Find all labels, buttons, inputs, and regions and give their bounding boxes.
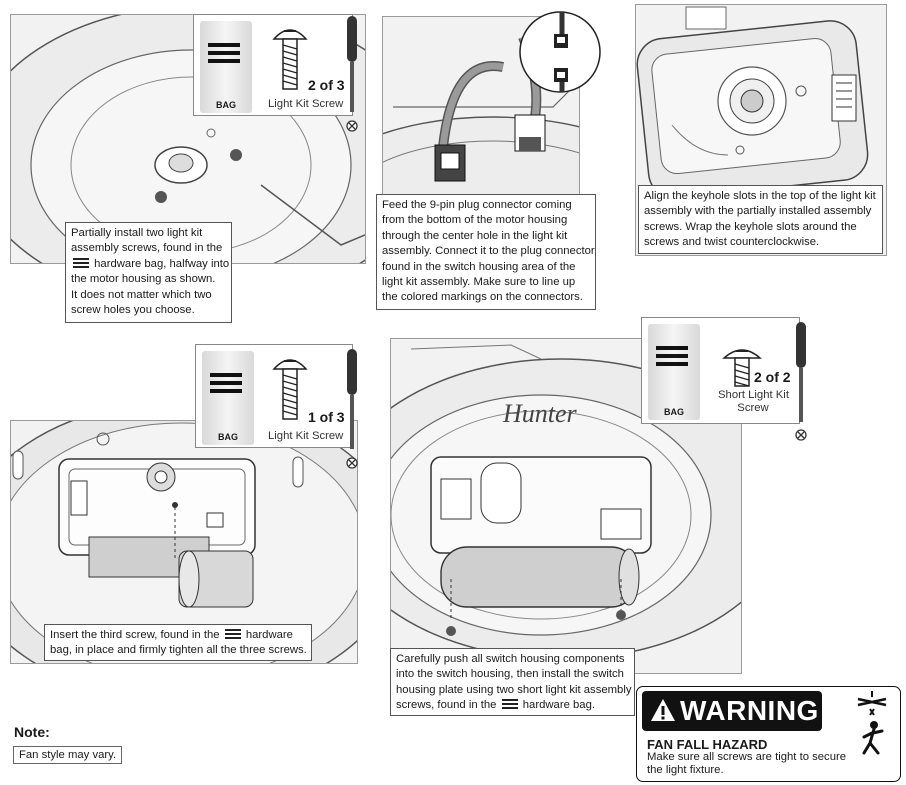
warning-header: WARNING — [642, 691, 822, 731]
hardware-bag-icon: BAG — [202, 351, 254, 445]
hardware-bars-icon — [208, 43, 240, 63]
screw-count: 1 of 3 — [308, 409, 345, 425]
screw-name: Light Kit Screw — [268, 98, 344, 110]
caption-line: screws. Wrap the keyhole slots around th… — [644, 220, 857, 233]
caption-line: bag, in place and firmly tighten all the… — [50, 644, 307, 657]
caption-line: into the switch housing, then install th… — [396, 668, 624, 681]
screw-name: Light Kit Screw — [268, 430, 344, 442]
caption-line: screws and twist counterclockwise. — [644, 236, 820, 249]
step1-hardware-card: BAG 2 of 3 Light Kit Screw — [193, 14, 353, 116]
caption-line: through the center hole in the light kit — [382, 229, 568, 242]
connector-detail-icon — [519, 11, 601, 93]
caption-line: screws, found in the hardware bag. — [396, 699, 595, 712]
step4-caption: Insert the third screw, found in the har… — [44, 624, 312, 661]
short-screw-icon — [722, 349, 762, 387]
note-title: Note: — [14, 724, 50, 740]
switch-housing-plate-drawing — [391, 344, 741, 660]
note-text: Fan style may vary. — [13, 746, 123, 764]
caption-line: screw holes you choose. — [71, 304, 195, 317]
caption-line: housing plate using two short light kit … — [396, 683, 632, 696]
step1-caption: Partially install two light kit assembly… — [65, 222, 232, 323]
step3-caption: Align the keyhole slots in the top of th… — [638, 185, 883, 254]
screw-icon — [272, 29, 308, 90]
caption-line: found in the switch housing area of the — [382, 260, 576, 273]
hardware-bag-icon: BAG — [200, 21, 252, 113]
caption-line: hardware bag, halfway into — [71, 257, 229, 272]
step5-caption: Carefully push all switch housing compon… — [390, 648, 635, 716]
screw-count: 2 of 3 — [308, 77, 345, 93]
warning-box: WARNING FAN FALL HAZARD Make sure all sc… — [636, 686, 901, 782]
switch-housing-drawing — [11, 421, 357, 663]
bag-label: BAG — [216, 100, 236, 110]
step5-illustration: Hunter — [390, 338, 742, 674]
screwdriver-icon — [346, 349, 358, 469]
caption-line: Partially install two light kit — [71, 227, 203, 239]
bag-label: BAG — [664, 407, 684, 417]
caption-line: assembly with the partially installed as… — [644, 205, 872, 218]
caption-line: assembly screws, found in the — [71, 242, 223, 255]
step2-caption: Feed the 9-pin plug connector coming fro… — [376, 194, 596, 310]
warning-triangle-icon — [651, 699, 675, 721]
step4-hardware-card: BAG 1 of 3 Light Kit Screw — [195, 344, 353, 448]
brand-logo: Hunter — [503, 399, 577, 428]
caption-line: the colored markings on the connectors. — [382, 291, 583, 304]
falling-fan-hazard-icon — [857, 691, 887, 755]
caption-line: the motor housing as shown. — [71, 273, 216, 286]
hardware-bars-icon — [210, 373, 242, 393]
hardware-bag-symbol-icon — [224, 629, 241, 639]
hazard-title: FAN FALL HAZARD — [647, 737, 768, 752]
screw-icon — [272, 359, 308, 420]
screwdriver-icon — [795, 322, 807, 441]
caption-line: from the bottom of the motor housing — [382, 214, 568, 227]
bag-label: BAG — [218, 432, 238, 442]
caption-line: Insert the third screw, found in the har… — [50, 629, 293, 641]
warning-heading: WARNING — [680, 695, 819, 726]
caption-line: Carefully push all switch housing compon… — [396, 653, 625, 665]
hardware-bag-icon: BAG — [648, 324, 700, 420]
hazard-text: Make sure all screws are tight to secure… — [647, 751, 847, 776]
hardware-bag-symbol-icon — [73, 257, 89, 268]
screwdriver-icon — [346, 16, 358, 132]
caption-line: Feed the 9-pin plug connector coming — [382, 199, 572, 211]
hardware-bars-icon — [656, 346, 688, 366]
keyhole-slot-drawing — [636, 6, 869, 199]
caption-line: light kit assembly. Make sure to line up — [382, 276, 576, 289]
caption-line: Align the keyhole slots in the top of th… — [644, 190, 876, 202]
caption-line: It does not matter which two — [71, 288, 212, 301]
hardware-bag-symbol-icon — [501, 699, 518, 710]
step4-illustration — [10, 420, 358, 664]
screw-count: 2 of 2 — [754, 369, 791, 385]
caption-line: assembly. Connect it to the plug connect… — [382, 245, 595, 258]
